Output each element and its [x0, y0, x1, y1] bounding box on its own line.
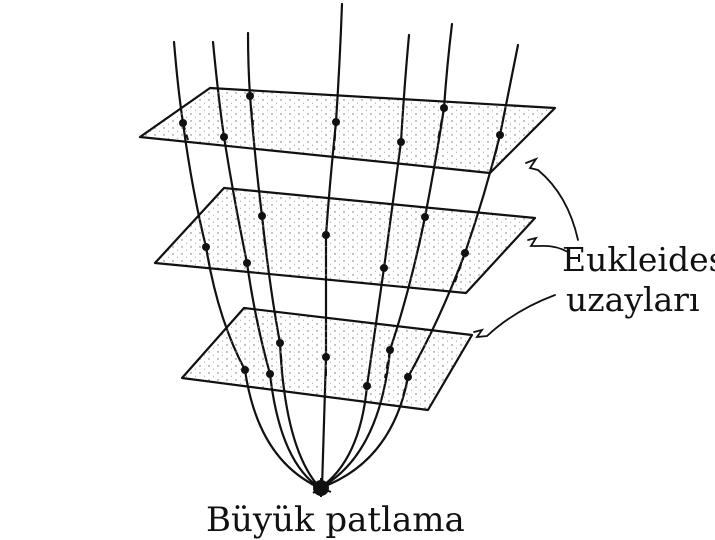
euclidean-spaces-label-line1: Eukleides [562, 240, 715, 279]
galaxy-point [404, 373, 412, 381]
galaxy-point [202, 243, 210, 251]
galaxy-point [243, 259, 251, 267]
galaxy-point [322, 231, 330, 239]
galaxy-point [276, 339, 284, 347]
euclidean-space-top [138, 86, 557, 175]
galaxy-point [266, 370, 274, 378]
galaxy-point [179, 119, 187, 127]
galaxy-point [386, 346, 394, 354]
galaxy-point [380, 264, 388, 272]
galaxy-point [241, 366, 249, 374]
galaxy-point [363, 382, 371, 390]
big-bang-label: Büyük patlama [206, 500, 465, 540]
galaxy-point [461, 249, 469, 257]
euclidean-spaces-label-line2: uzayları [566, 280, 700, 319]
galaxy-point [322, 353, 330, 361]
galaxy-point [397, 138, 405, 146]
galaxy-point [220, 133, 228, 141]
label-leaders [473, 157, 579, 339]
big-bang-point [310, 478, 332, 497]
galaxy-point [246, 92, 254, 100]
galaxy-point [421, 213, 429, 221]
galaxy-point [332, 118, 340, 126]
galaxy-points [179, 92, 504, 390]
galaxy-point [440, 104, 448, 112]
galaxy-point [496, 131, 504, 139]
galaxy-point [258, 212, 266, 220]
euclidean-space-middle [153, 186, 537, 295]
